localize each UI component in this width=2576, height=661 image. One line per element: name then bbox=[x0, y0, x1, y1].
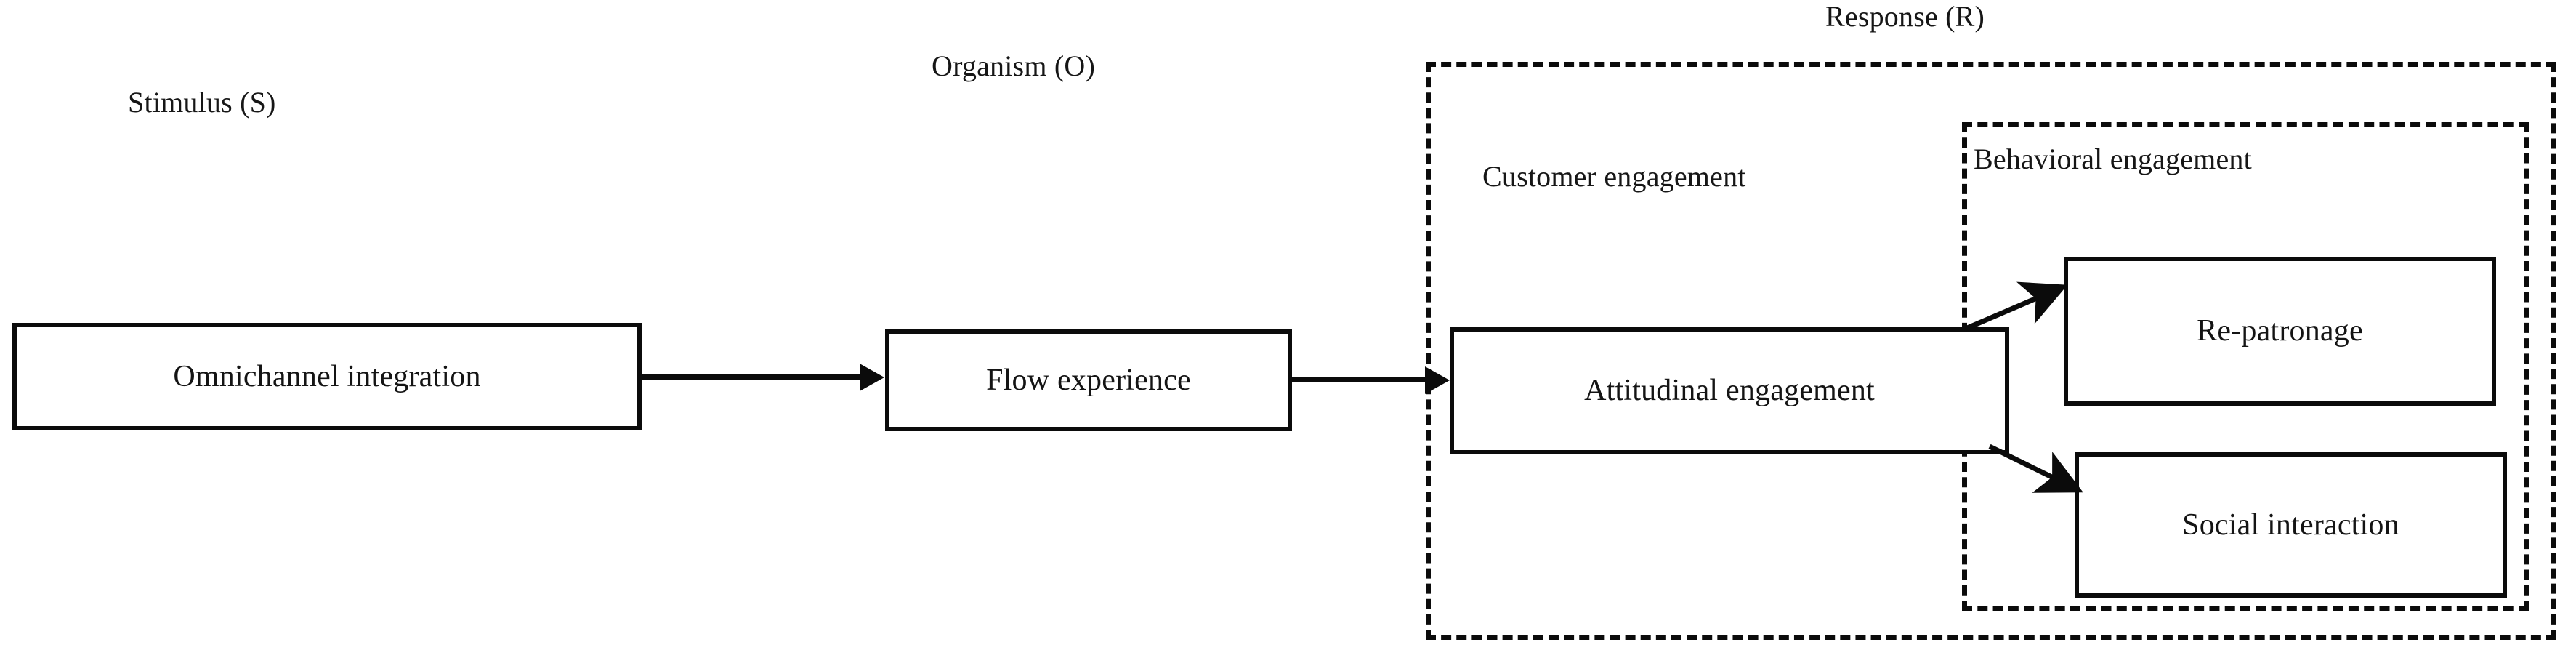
connector-flow-to-attitudinal bbox=[1292, 377, 1426, 382]
box-social-interaction-label: Social interaction bbox=[2182, 508, 2399, 542]
box-omnichannel-integration[interactable]: Omnichannel integration bbox=[12, 323, 642, 430]
connector-attitudinal-to-re-patronage bbox=[1964, 281, 2068, 332]
box-flow-experience-label: Flow experience bbox=[986, 363, 1191, 397]
box-social-interaction[interactable]: Social interaction bbox=[2075, 452, 2507, 598]
box-re-patronage[interactable]: Re-patronage bbox=[2064, 257, 2496, 406]
caption-stimulus: Stimulus (S) bbox=[128, 86, 276, 119]
arrowhead-omnichannel-to-flow bbox=[860, 364, 884, 391]
box-attitudinal-engagement[interactable]: Attitudinal engagement bbox=[1450, 327, 2009, 454]
arrowhead-flow-to-attitudinal bbox=[1425, 366, 1450, 394]
box-flow-experience[interactable]: Flow experience bbox=[885, 329, 1292, 431]
box-omnichannel-integration-label: Omnichannel integration bbox=[173, 359, 481, 393]
caption-organism: Organism (O) bbox=[932, 49, 1095, 82]
connector-omnichannel-to-flow bbox=[642, 374, 860, 380]
caption-behavioral-engagement: Behavioral engagement bbox=[1974, 143, 2252, 175]
box-attitudinal-engagement-label: Attitudinal engagement bbox=[1584, 374, 1875, 408]
box-re-patronage-label: Re-patronage bbox=[2197, 314, 2363, 348]
caption-response: Response (R) bbox=[1825, 0, 1985, 33]
caption-customer-engagement: Customer engagement bbox=[1482, 160, 1746, 193]
